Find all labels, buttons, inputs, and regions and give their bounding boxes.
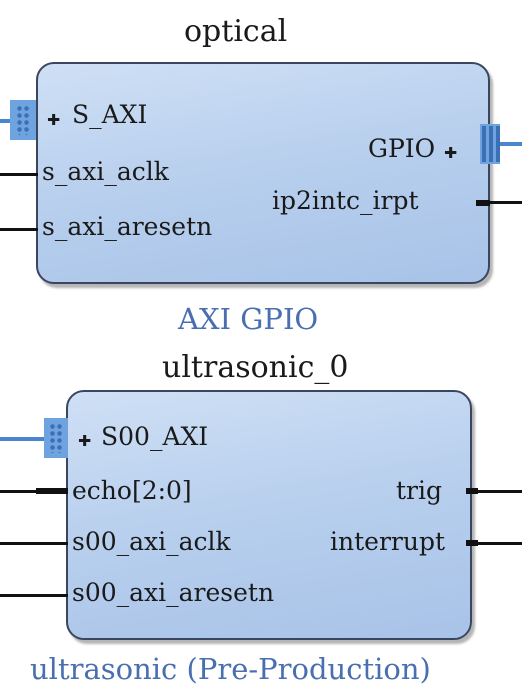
plus-box-icon[interactable]: ✚ [47, 106, 61, 131]
port-interrupt: interrupt [330, 527, 445, 556]
s00-axi-aresetn-wire[interactable] [0, 594, 68, 597]
s-axi-aresetn-wire[interactable] [0, 228, 38, 231]
gpio-bus-wire[interactable] [500, 142, 522, 146]
port-trig: trig [396, 476, 442, 505]
port-s-axi-aclk: s_axi_aclk [42, 157, 169, 186]
port-echo: echo[2:0] [72, 476, 192, 505]
s-axi-bus-wire[interactable] [0, 119, 10, 123]
block-instance-name: ultrasonic_0 [162, 350, 349, 385]
port-s-axi-aresetn: s_axi_aresetn [42, 212, 213, 241]
echo-bus-stub [36, 488, 68, 494]
port-s00-axi-aclk: s00_axi_aclk [72, 527, 231, 556]
trig-wire[interactable] [478, 490, 522, 493]
interrupt-wire-stub [466, 540, 478, 546]
plus-box-icon[interactable]: ✚ [444, 139, 458, 164]
interrupt-wire[interactable] [478, 542, 522, 545]
ip-block-ultrasonic[interactable] [66, 390, 472, 640]
ip2intc-irpt-wire-stub [476, 200, 490, 206]
port-s00-axi-aresetn: s00_axi_aresetn [72, 578, 275, 607]
trig-wire-stub [466, 488, 478, 494]
port-ip2intc-irpt: ip2intc_irpt [272, 186, 419, 215]
bus-bars-icon [482, 126, 500, 162]
ip2intc-irpt-wire[interactable] [490, 201, 522, 204]
ip-block-optical[interactable] [36, 62, 490, 284]
block-instance-name: optical [184, 14, 288, 49]
s-axi-aclk-wire[interactable] [0, 173, 38, 176]
interface-pin-dots-icon [16, 105, 30, 135]
interface-pin-dots-icon [49, 423, 63, 453]
s00-axi-aclk-wire[interactable] [0, 542, 68, 545]
s00-axi-bus-wire[interactable] [0, 437, 44, 441]
ip-block-type-label: AXI GPIO [178, 302, 319, 336]
port-gpio: GPIO [368, 134, 436, 163]
ip-block-type-label: ultrasonic (Pre-Production) [30, 652, 431, 686]
port-s-axi: S_AXI [72, 100, 148, 129]
plus-box-icon[interactable]: ✚ [78, 427, 92, 452]
echo-wire[interactable] [0, 490, 36, 493]
port-s00-axi: S00_AXI [101, 422, 209, 451]
